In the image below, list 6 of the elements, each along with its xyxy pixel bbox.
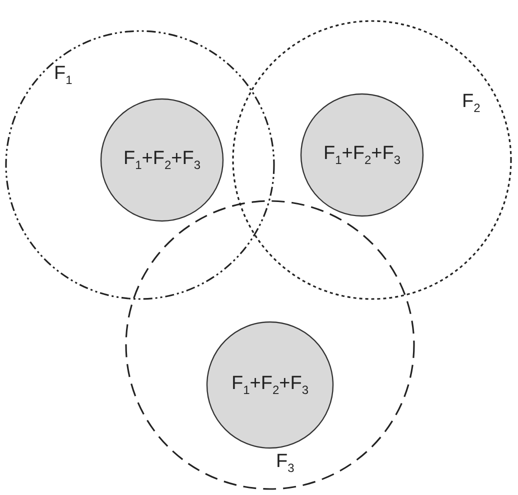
set-label: F$_{3}$ [276,452,294,474]
sum-label: F$_{1}$+F$_{2}$+F$_{3}$ [323,144,401,166]
set-label: F$_{2}$ [462,92,480,114]
sum-label: F$_{1}$+F$_{2}$+F$_{3}$ [123,149,201,171]
sum-label: F$_{1}$+F$_{2}$+F$_{3}$ [231,374,309,396]
set-label: F$_{1}$ [54,64,72,86]
